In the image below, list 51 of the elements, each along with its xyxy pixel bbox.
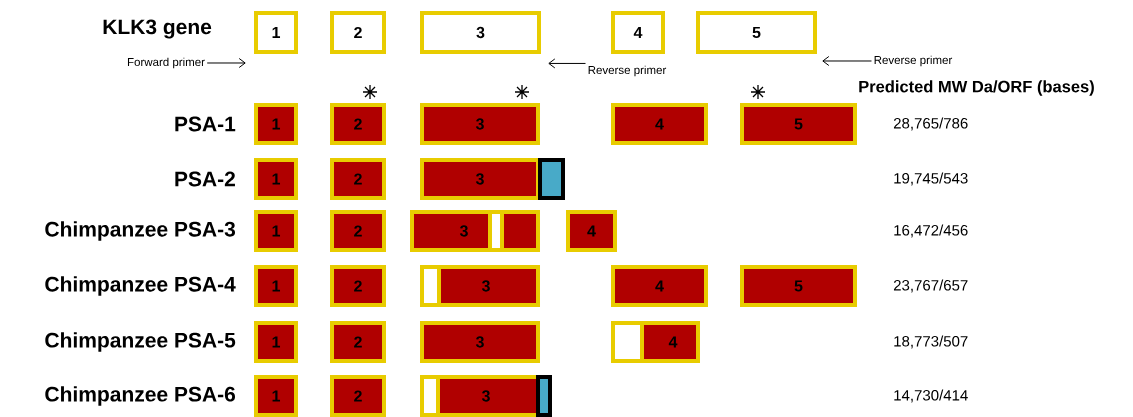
row-label: PSA-1: [175, 116, 236, 132]
exon-box: 5: [696, 11, 817, 54]
exon-box: 3: [420, 158, 540, 200]
exon-box: 1: [254, 11, 298, 54]
exon-box: 4: [611, 321, 700, 363]
value-text: 28,765/786: [893, 117, 968, 131]
primer-arrow: [206, 58, 246, 68]
value-text: 23,767/657: [893, 279, 968, 293]
exon-box: 2: [330, 158, 386, 200]
exon-box: 4: [611, 11, 665, 54]
exon-box: 2: [330, 103, 386, 145]
row-label: PSA-2: [175, 171, 235, 187]
primer-label: Forward primer: [128, 57, 205, 69]
extension-box: [536, 375, 552, 417]
exon-box: 1: [254, 321, 298, 363]
exon-box: 1: [254, 375, 298, 417]
row-label: Chimpanzee PSA-3: [45, 221, 235, 241]
row-label: KLK3 gene: [103, 19, 212, 39]
exon-box: 1: [254, 210, 298, 252]
primer-arrow: [822, 56, 872, 66]
primer-arrow: [548, 58, 586, 69]
exon-box: 2: [330, 210, 386, 252]
exon-box: 3: [420, 375, 540, 417]
extension-box: [538, 158, 565, 200]
exon-box: 5: [740, 265, 857, 307]
exon-box: 3: [410, 210, 540, 252]
value-text: 16,472/456: [894, 224, 968, 238]
exon-box: 4: [611, 103, 708, 145]
exon-box: 4: [611, 265, 708, 307]
value-text: 18,773/507: [894, 335, 968, 349]
exon-box: 1: [254, 103, 298, 145]
primer-label: Reverse primer: [874, 55, 953, 67]
exon-box: 3: [420, 321, 540, 363]
exon-box: 5: [740, 103, 857, 145]
primer-label: Reverse primer: [588, 65, 667, 77]
exon-box: 1: [254, 158, 298, 200]
value-text: 19,745/543: [894, 172, 968, 186]
row-label: Chimpanzee PSA-6: [45, 386, 235, 406]
exon-box: 2: [330, 321, 386, 363]
row-label: Chimpanzee PSA-5: [45, 332, 236, 352]
exon-box: 2: [330, 375, 386, 417]
exon-box: 3: [420, 265, 540, 307]
value-text: 14,730/414: [894, 389, 968, 403]
exon-box: 1: [254, 265, 298, 307]
exon-box: 2: [330, 11, 386, 54]
exon-box: 3: [420, 11, 541, 54]
column-header: Predicted MW Da/ORF (bases): [859, 80, 1094, 96]
exon-box: 3: [420, 103, 540, 145]
exon-box: 2: [330, 265, 386, 307]
exon-box: 4: [566, 210, 617, 252]
row-label: Chimpanzee PSA-4: [45, 276, 236, 296]
